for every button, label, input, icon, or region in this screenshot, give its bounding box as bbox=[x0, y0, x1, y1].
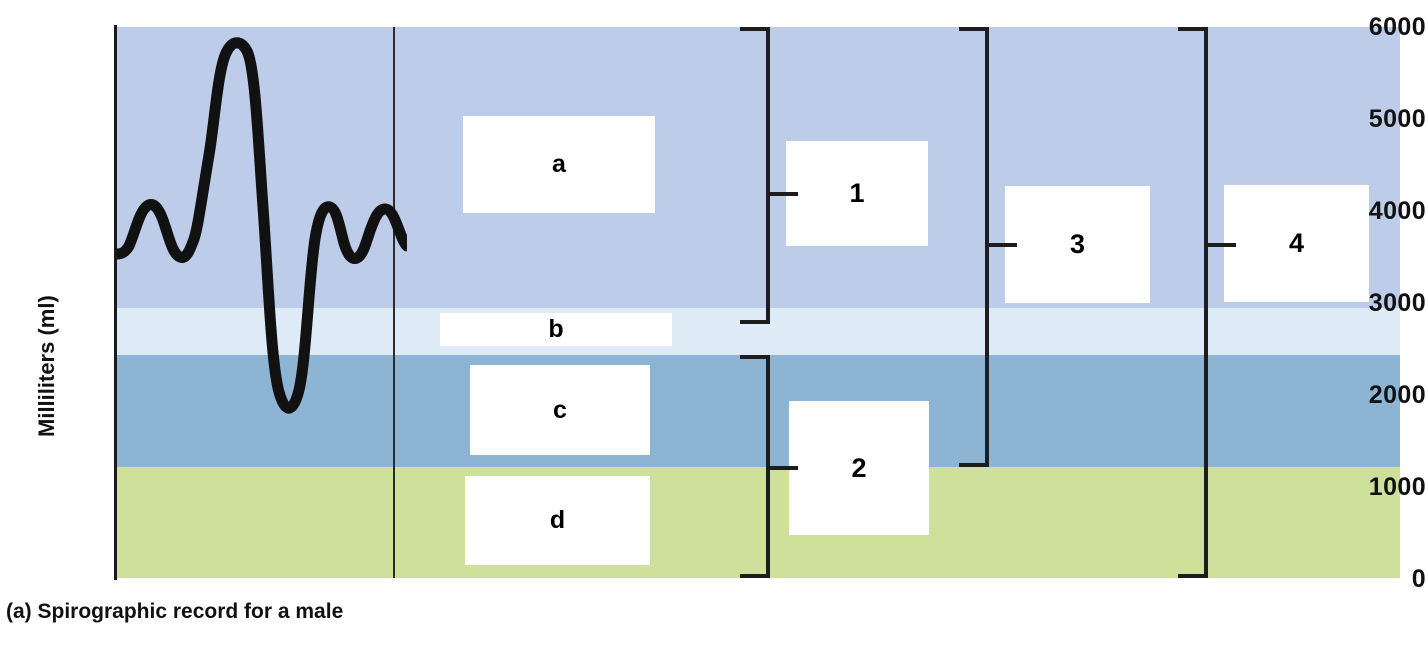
label-box-2[interactable]: 2 bbox=[789, 401, 929, 535]
bracket-3-bottom-arm bbox=[959, 463, 989, 467]
bracket-4-pointer bbox=[1206, 243, 1236, 247]
label-box-3[interactable]: 3 bbox=[1005, 186, 1150, 303]
spirogram-trace bbox=[117, 37, 407, 414]
band-c-expiratory-reserve bbox=[117, 355, 1400, 467]
label-box-a[interactable]: a bbox=[463, 116, 655, 213]
label-box-d[interactable]: d bbox=[465, 476, 650, 565]
label-box-c[interactable]: c bbox=[470, 365, 650, 455]
label-box-1[interactable]: 1 bbox=[786, 141, 928, 246]
y-tick-3000: 3000 bbox=[1368, 289, 1426, 317]
bracket-2-pointer bbox=[768, 466, 798, 470]
bracket-4-bottom-arm bbox=[1178, 574, 1208, 578]
band-d-residual-volume bbox=[117, 467, 1400, 578]
label-box-4[interactable]: 4 bbox=[1224, 185, 1369, 302]
bracket-1-spine bbox=[766, 27, 770, 324]
y-axis-line bbox=[114, 25, 117, 580]
y-tick-5000: 5000 bbox=[1368, 105, 1426, 133]
bracket-2-top-arm bbox=[740, 355, 770, 359]
figure-caption: (a) Spirographic record for a male bbox=[6, 600, 344, 623]
y-tick-4000: 4000 bbox=[1368, 197, 1426, 225]
bracket-2-bottom-arm bbox=[740, 574, 770, 578]
bracket-3-spine bbox=[985, 27, 989, 467]
bracket-3-top-arm bbox=[959, 27, 989, 31]
vertical-divider bbox=[393, 27, 395, 578]
bracket-4-top-arm bbox=[1178, 27, 1208, 31]
y-tick-2000: 2000 bbox=[1368, 381, 1426, 409]
y-tick-6000: 6000 bbox=[1368, 13, 1426, 41]
label-box-b[interactable]: b bbox=[440, 313, 672, 346]
bracket-1-bottom-arm bbox=[740, 320, 770, 324]
bracket-3-pointer bbox=[987, 243, 1017, 247]
bracket-4-spine bbox=[1204, 27, 1208, 578]
band-a-inspiratory-reserve bbox=[117, 27, 1400, 308]
band-b-tidal-volume bbox=[117, 308, 1400, 355]
bracket-1-top-arm bbox=[740, 27, 770, 31]
plot-area bbox=[117, 27, 1400, 578]
y-tick-1000: 1000 bbox=[1368, 473, 1426, 501]
y-axis-title: Milliliters (ml) bbox=[34, 295, 59, 437]
bracket-1-pointer bbox=[768, 192, 798, 196]
y-tick-0: 0 bbox=[1411, 565, 1426, 593]
